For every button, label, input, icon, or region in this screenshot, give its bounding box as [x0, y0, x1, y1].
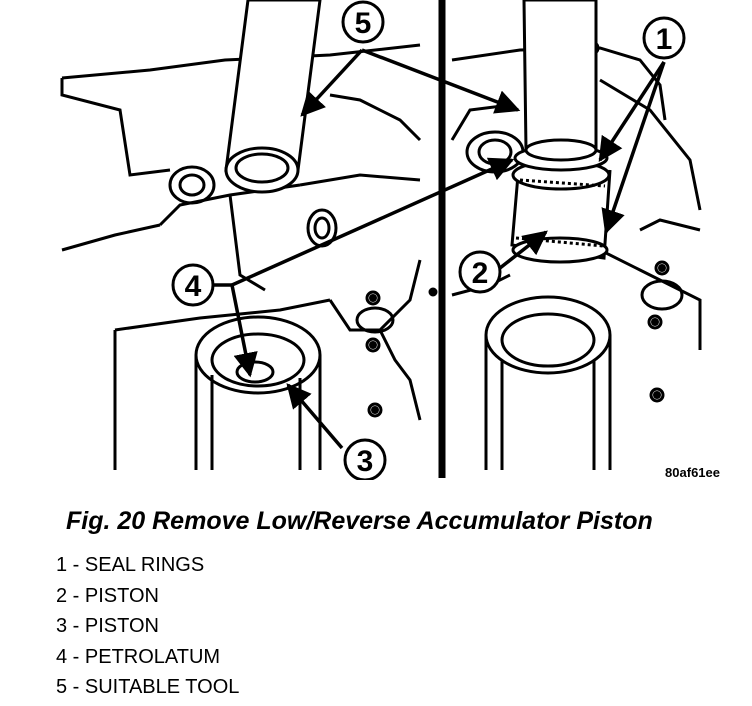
callout-1: 1 — [642, 16, 686, 60]
callout-5: 5 — [341, 0, 385, 44]
accumulator-piston-illustration: 5 1 2 4 3 80af61ee — [60, 0, 720, 480]
svg-text:4: 4 — [185, 270, 202, 303]
svg-text:3: 3 — [357, 445, 374, 478]
svg-text:1: 1 — [656, 23, 673, 56]
figure-caption: Fig. 20 Remove Low/Reverse Accumulator P… — [66, 507, 653, 535]
legend-list: 1 - SEAL RINGS 2 - PISTON 3 - PISTON 4 -… — [56, 550, 239, 703]
svg-text:5: 5 — [355, 7, 372, 40]
suitable-tool-right — [522, 0, 598, 162]
svg-text:2: 2 — [472, 257, 489, 290]
legend-item-seal-rings: 1 - SEAL RINGS — [56, 554, 205, 576]
piston-with-seal-rings — [510, 144, 612, 264]
legend-item-petrolatum: 4 - PETROLATUM — [56, 645, 221, 668]
left-valve-body — [60, 43, 438, 470]
callout-4: 4 — [171, 263, 215, 307]
callout-2: 2 — [458, 250, 502, 294]
callout-leaders — [212, 48, 666, 450]
legend-item-piston-3: 3 - PISTON — [56, 615, 159, 637]
figure-code: 80af61ee — [665, 465, 720, 480]
suitable-tool-left — [224, 0, 322, 194]
legend-item-piston-2: 2 - PISTON — [56, 584, 159, 607]
callout-3: 3 — [343, 438, 387, 480]
legend-item-suitable-tool: 5 - SUITABLE TOOL — [56, 676, 240, 698]
